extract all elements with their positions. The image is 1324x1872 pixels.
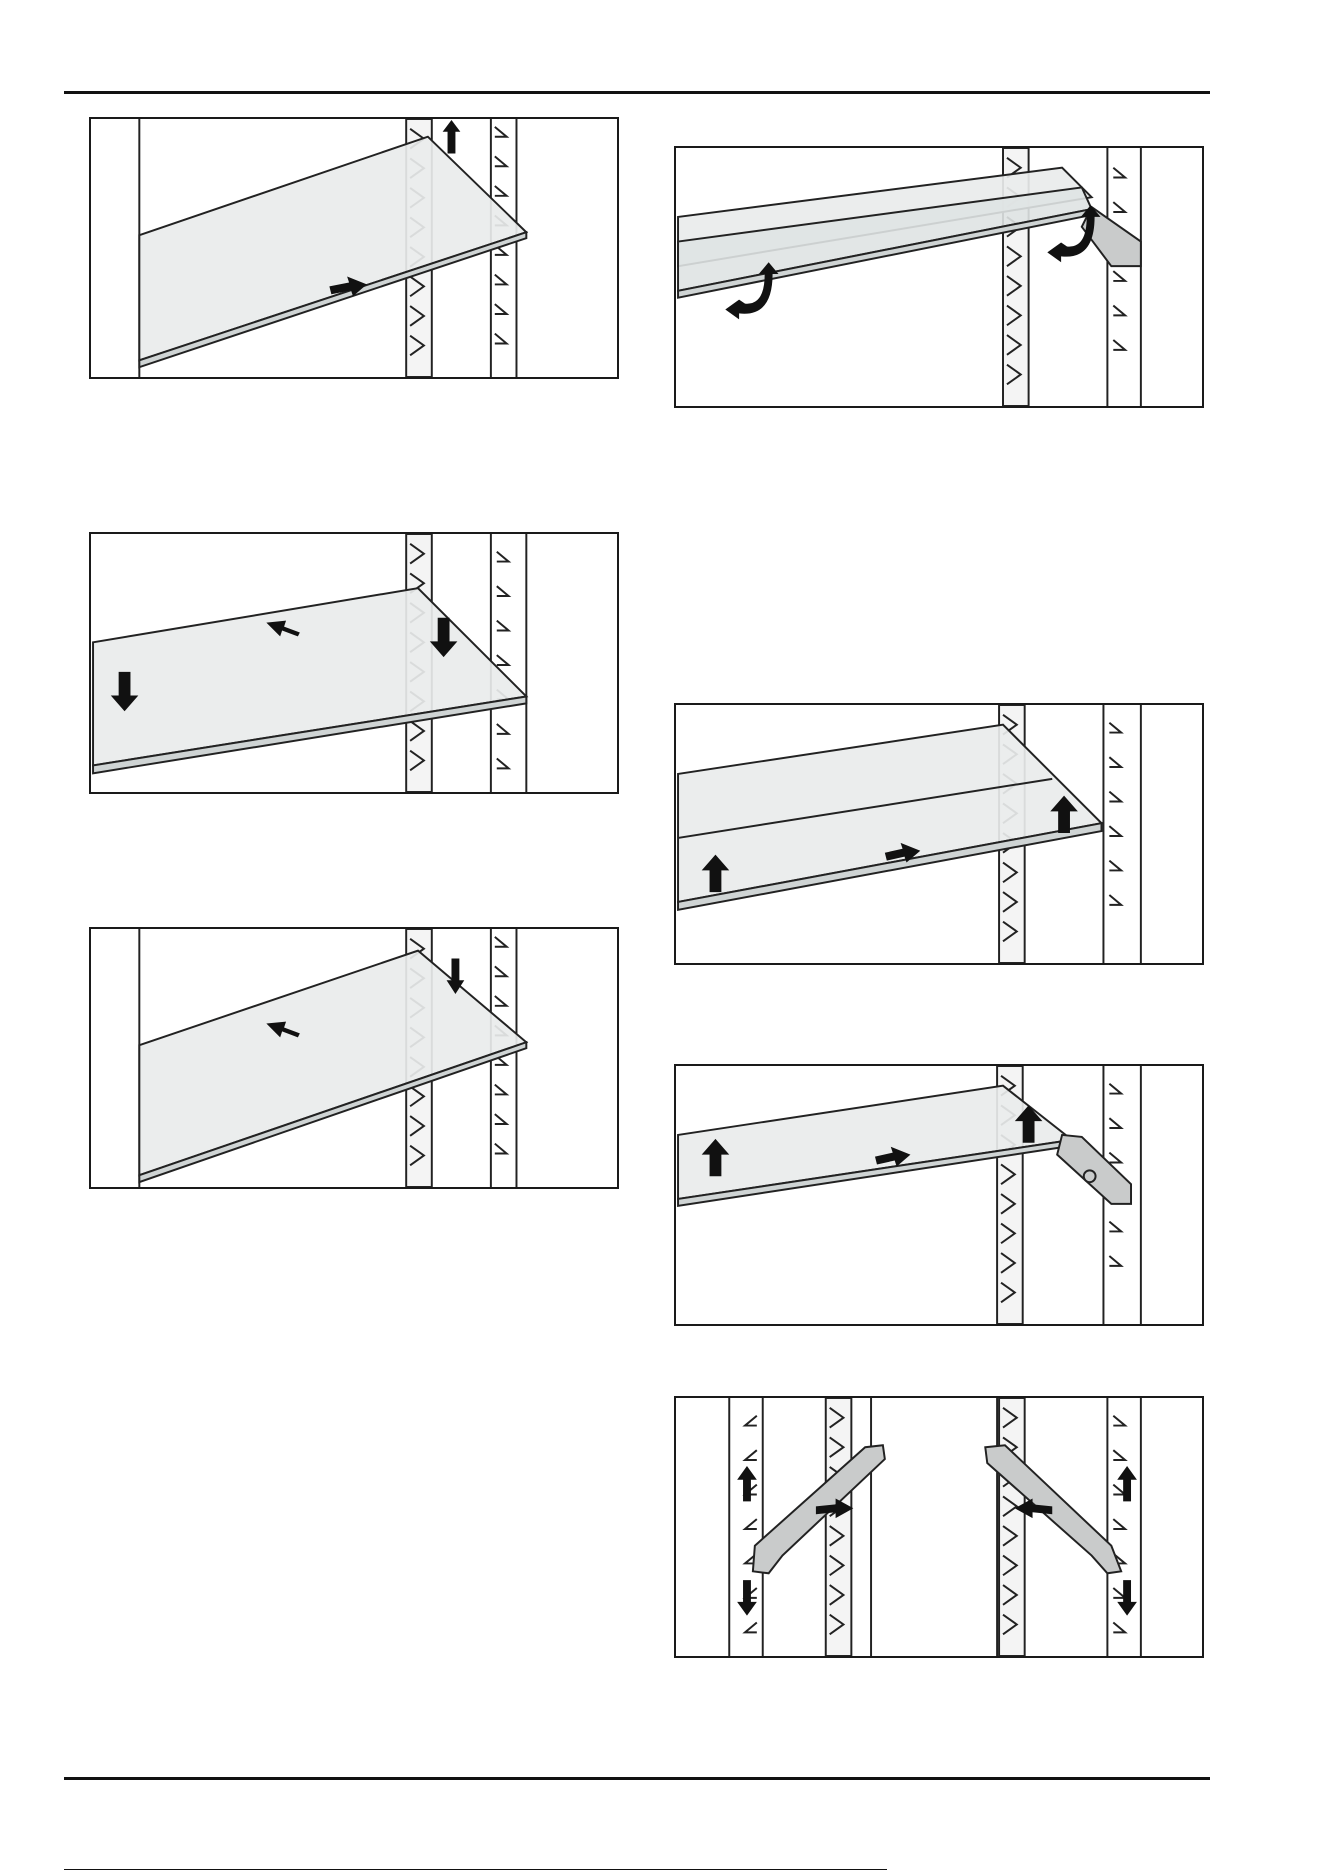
illustration-shelf-reinsert bbox=[91, 929, 617, 1187]
figure-brackets bbox=[674, 1396, 1204, 1658]
arrow-up-icon bbox=[443, 120, 461, 153]
illustration-shelf-lift bbox=[91, 119, 617, 377]
arrow-up-down-icon bbox=[737, 1466, 757, 1501]
figure-lift-shelf-front bbox=[674, 703, 1204, 965]
top-rule bbox=[64, 91, 1210, 94]
figure-fold-shelf bbox=[674, 146, 1204, 408]
footer-line bbox=[64, 1869, 887, 1870]
rail-right bbox=[1107, 148, 1140, 406]
rail-right bbox=[1103, 705, 1140, 963]
rail-inner-right bbox=[999, 1398, 1025, 1656]
figure-remove-shelf bbox=[89, 117, 619, 379]
rail-outer-right bbox=[1107, 1398, 1140, 1656]
arrow-up-down-icon bbox=[1117, 1466, 1137, 1501]
bottom-rule bbox=[64, 1777, 1210, 1780]
rail-inner-left bbox=[826, 1398, 852, 1656]
figure-insert-shelf bbox=[89, 532, 619, 794]
rail-outer-left bbox=[729, 1398, 762, 1656]
figure-reinsert-shelf bbox=[89, 927, 619, 1189]
rail-right bbox=[491, 534, 526, 792]
figure-lift-shelf-with-bracket bbox=[674, 1064, 1204, 1326]
illustration-shelf-insert bbox=[91, 534, 617, 792]
illustration-shelf-lift-front bbox=[676, 705, 1202, 963]
illustration-shelf-rotate bbox=[676, 148, 1202, 406]
illustration-brackets bbox=[676, 1398, 1202, 1656]
illustration-shelf-bracket bbox=[676, 1066, 1202, 1324]
